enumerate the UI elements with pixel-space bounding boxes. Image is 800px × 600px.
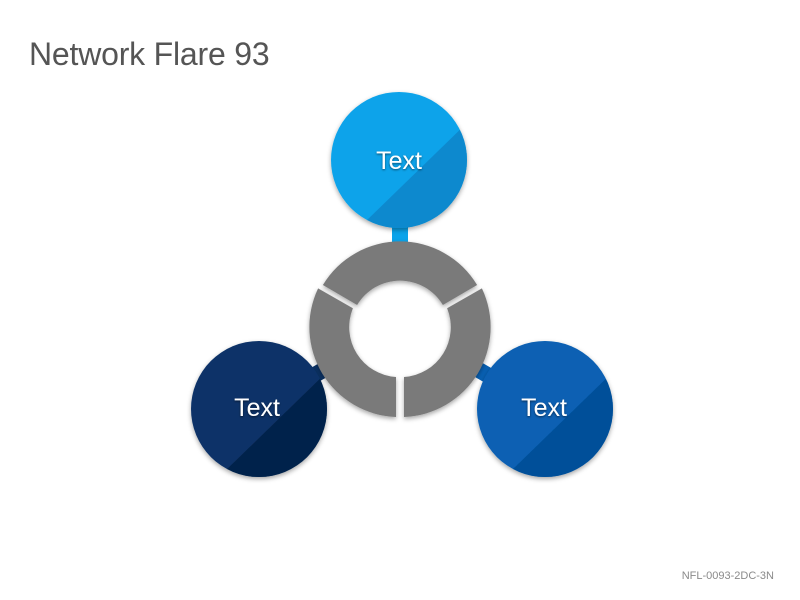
node-top-label: Text (376, 147, 422, 175)
ring-segment-right (404, 288, 491, 417)
node-right[interactable] (477, 341, 616, 504)
node-left-label: Text (234, 394, 280, 422)
page-title: Network Flare 93 (29, 36, 270, 72)
ring (309, 241, 491, 417)
node-right-label: Text (521, 394, 567, 422)
node-left[interactable] (191, 341, 330, 504)
ring-segment-left (309, 288, 396, 417)
ring-segment-top (322, 241, 478, 305)
diagram-code: NFL-0093-2DC-3N (681, 570, 774, 582)
